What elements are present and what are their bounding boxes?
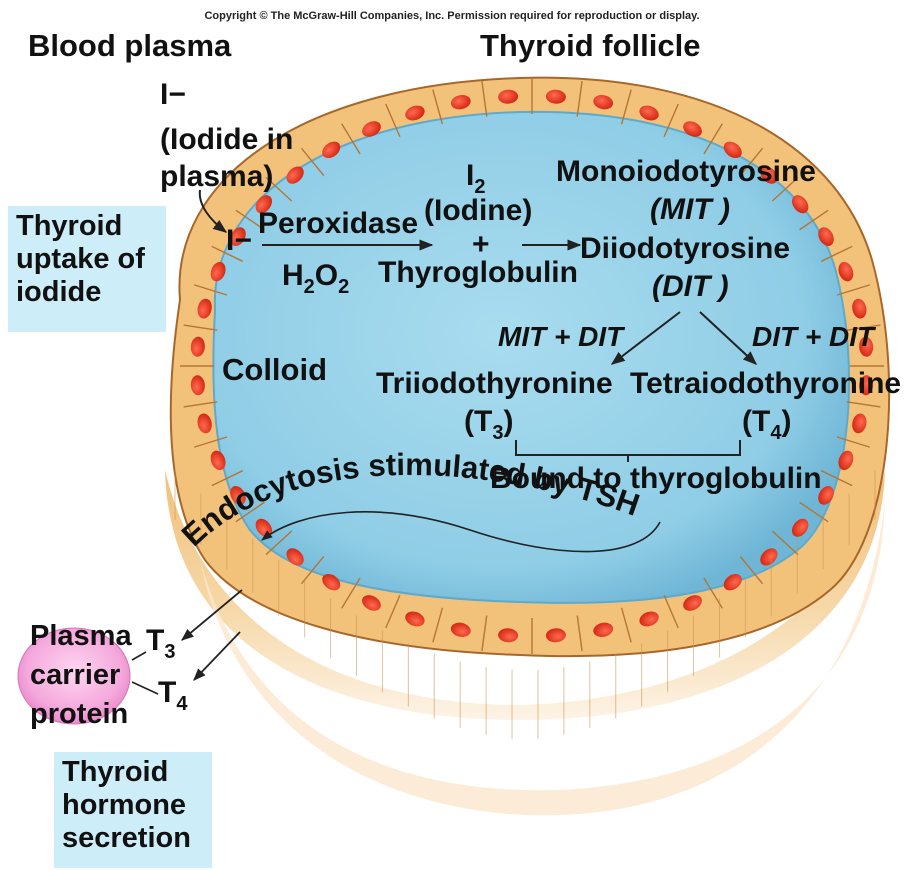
t3-name: Triiodothyronine [376, 367, 613, 400]
peroxidase-label: Peroxidase [258, 207, 418, 240]
carrier-t3: T3 [146, 624, 175, 663]
thyroglobulin-label: Thyroglobulin [378, 256, 578, 289]
dit-abbr: (DIT ) [652, 270, 729, 303]
mit-name: Monoiodotyrosine [556, 155, 816, 188]
iodine-label: (Iodine) [424, 194, 532, 227]
t4-name: Tetraiodothyronine [630, 367, 901, 400]
plasma-iodide-line1: (Iodide in [160, 123, 293, 156]
dit-name: Diiodotyrosine [580, 232, 790, 265]
uptake-line3: iodide [16, 276, 156, 309]
carrier-line2: carrier [30, 659, 120, 691]
blood-plasma-label: Blood plasma [28, 28, 232, 63]
combo-mit-dit: MIT + DIT [498, 321, 626, 352]
plasma-iodide-ion: I− [160, 78, 186, 111]
colloid-label: Colloid [222, 352, 327, 387]
thyroid-uptake-panel: Thyroid uptake of iodide [8, 206, 166, 332]
carrier-t4-link [132, 682, 158, 694]
iodide-in-cell: I− [226, 224, 252, 257]
thyroid-follicle-label: Thyroid follicle [480, 28, 700, 63]
carrier-t4: T4 [158, 676, 188, 715]
combo-dit-dit: DIT + DIT [752, 321, 877, 352]
t4-secretion-arrow [194, 632, 240, 680]
copyright-notice: Copyright © The McGraw-Hill Companies, I… [204, 10, 699, 22]
secretion-line2: hormone [62, 789, 202, 822]
secretion-line1: Thyroid [62, 756, 202, 789]
plasma-iodide-line2: plasma) [160, 160, 273, 193]
carrier-line3: protein [30, 698, 128, 730]
carrier-t3-link [132, 652, 146, 660]
mit-abbr: (MIT ) [650, 193, 730, 226]
secretion-line3: secretion [62, 822, 202, 855]
uptake-line1: Thyroid [16, 210, 156, 243]
uptake-line2: uptake of [16, 243, 156, 276]
carrier-line1: Plasma [30, 620, 132, 652]
thyroid-secretion-panel: Thyroid hormone secretion [54, 752, 212, 868]
